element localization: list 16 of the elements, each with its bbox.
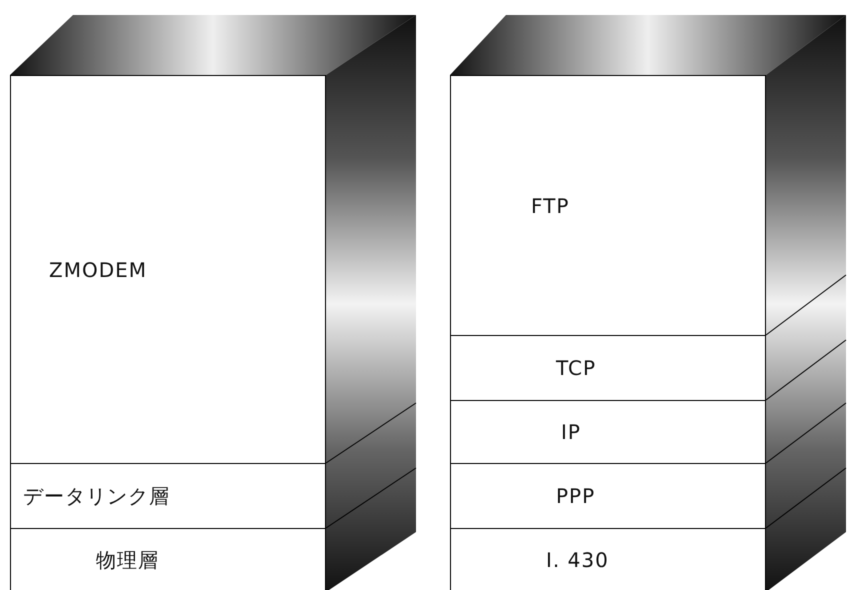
- layer-box: [450, 400, 766, 464]
- layer-box: [450, 75, 766, 336]
- layer-box: [10, 463, 326, 529]
- layer-box: [450, 528, 766, 590]
- layer-label: FTP: [531, 194, 570, 218]
- layer-box: [10, 528, 326, 590]
- layer-box: [10, 75, 326, 464]
- layer-label: IP: [561, 420, 581, 444]
- layer-label: I. 430: [546, 548, 609, 572]
- layer-label: 物理層: [96, 546, 159, 574]
- layer-label: PPP: [556, 484, 596, 508]
- layer-box: [450, 463, 766, 529]
- layer-label: ZMODEM: [49, 258, 147, 282]
- layer-box: [450, 335, 766, 401]
- layer-label: データリンク層: [23, 482, 170, 510]
- layer-label: TCP: [556, 356, 596, 380]
